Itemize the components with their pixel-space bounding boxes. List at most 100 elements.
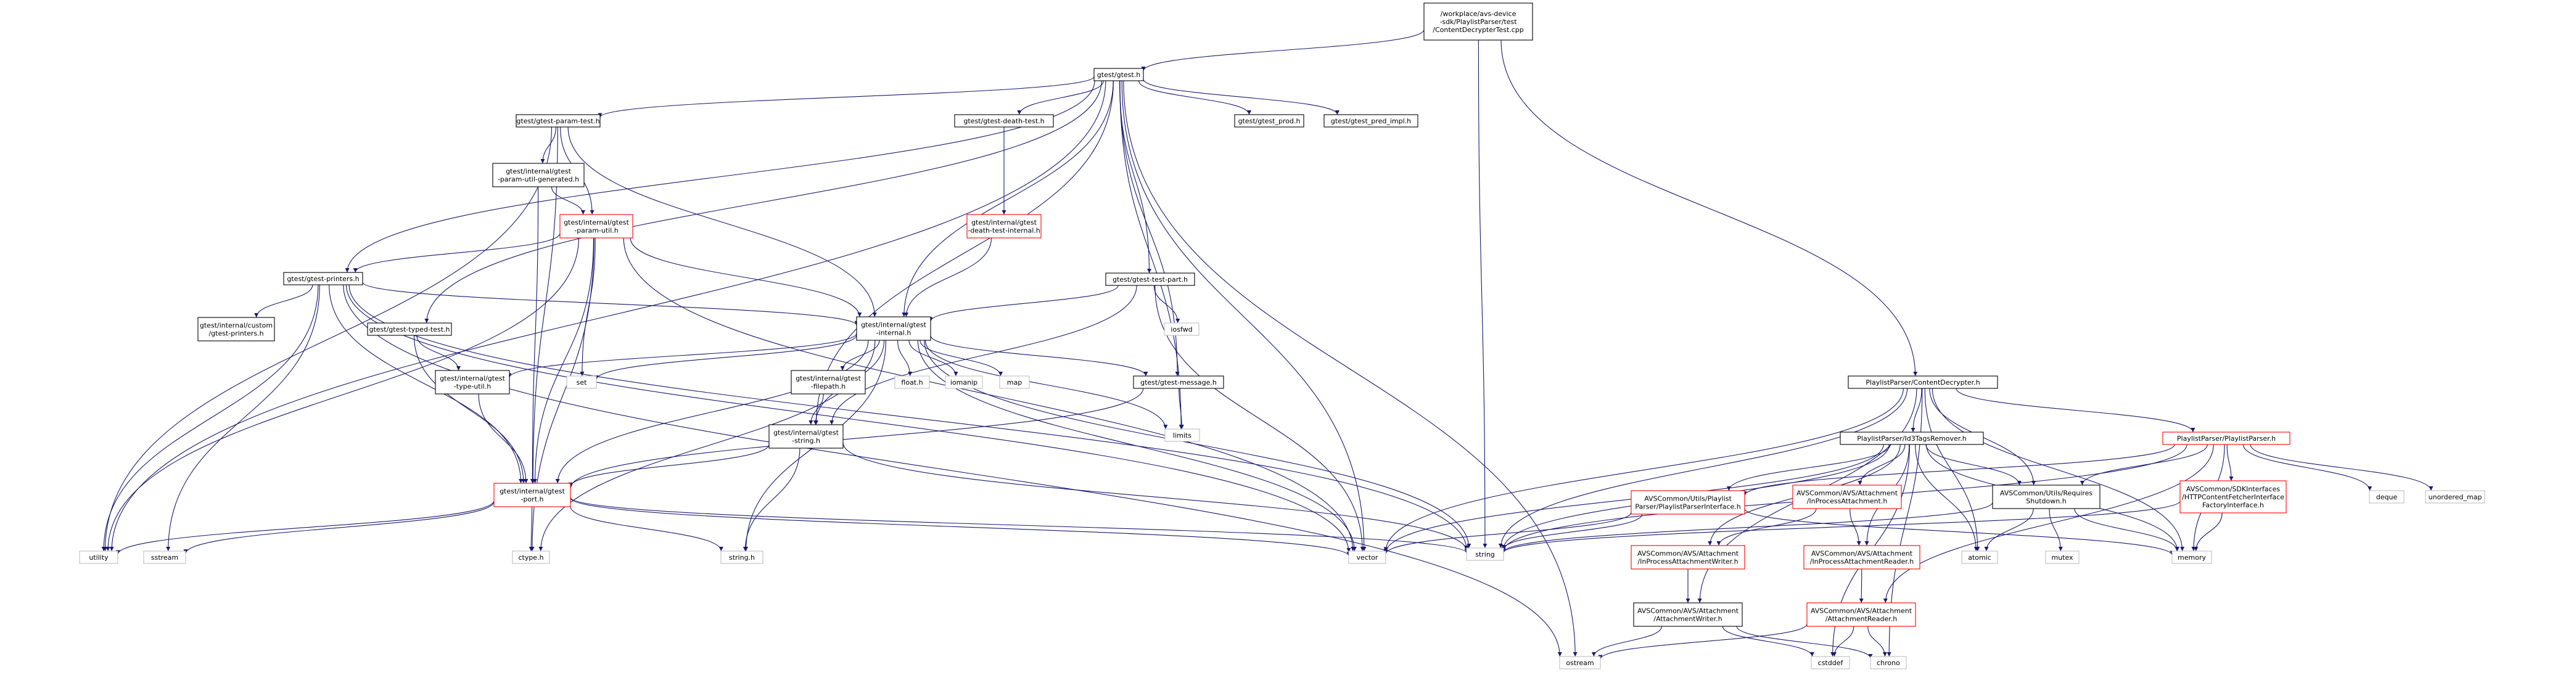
node-label: PlaylistParser/Id3TagsRemover.h	[1857, 435, 1966, 443]
node-utility: utility	[79, 550, 118, 564]
node-label: float.h	[901, 378, 923, 387]
node-gtest-gtest-param-test-h[interactable]: gtest/gtest-param-test.h	[516, 114, 601, 128]
node-label: gtest/gtest-death-test.h	[963, 117, 1044, 125]
node-playlistparser-contentdecrypter-h[interactable]: PlaylistParser/ContentDecrypter.h	[1848, 375, 1998, 389]
node-gtest-gtest-pred-impl-h[interactable]: gtest/gtest_pred_impl.h	[1323, 114, 1418, 128]
edge-gtest-to-testpart	[1119, 80, 1151, 274]
node-label: /AttachmentReader.h	[1825, 615, 1898, 623]
edge-decrypter-to-vector	[1383, 388, 1904, 552]
node-avscommon-utils-playlistparser-playlistparserinterface-h[interactable]: AVSCommon/Utils/PlaylistParser/PlaylistP…	[1631, 490, 1745, 515]
edge-paramtest-to-port	[530, 126, 558, 484]
node-box	[2162, 432, 2290, 445]
node-label: gtest/gtest-message.h	[1140, 378, 1217, 387]
node-vector: vector	[1348, 550, 1386, 564]
node-gtest-internal-gtest-param-util-h[interactable]: gtest/internal/gtest-param-util.h	[559, 214, 633, 239]
node-label: utility	[89, 554, 109, 562]
node-gtest-gtest-printers-h[interactable]: gtest/gtest-printers.h	[283, 272, 363, 285]
edge-testpart-to-internal	[928, 285, 1119, 322]
node-gtest-gtest-typed-test-h[interactable]: gtest/gtest-typed-test.h	[367, 322, 452, 336]
node-gtest-internal-gtest-param-util-generated-h[interactable]: gtest/internal/gtest-param-util-generate…	[492, 163, 585, 187]
node-box	[143, 550, 186, 564]
edge-paramutilgen-to-paramutil	[551, 186, 585, 215]
node-label: /ContentDecrypterTest.cpp	[1433, 26, 1524, 34]
node-box	[1992, 485, 2101, 509]
node-label: gtest/gtest_prod.h	[1238, 117, 1301, 125]
node-box	[197, 317, 275, 342]
node-gtest-gtest-h[interactable]: gtest/gtest.h	[1093, 68, 1144, 81]
node-box	[367, 322, 452, 336]
node-label: /InProcessAttachmentReader.h	[1810, 558, 1914, 566]
node-chrono: chrono	[1870, 656, 1907, 669]
edge-internal-to-filepath	[840, 340, 880, 371]
node-label: /AttachmentWriter.h	[1653, 615, 1722, 623]
node-avscommon-avs-attachment-attachmentwriter-h[interactable]: AVSCommon/AVS/Attachment/AttachmentWrite…	[1633, 602, 1743, 627]
edge-internal-to-iomanip	[908, 340, 958, 377]
node-box	[1105, 272, 1195, 286]
node-box	[493, 483, 571, 507]
node-gtest-internal-gtest-death-test-internal-h[interactable]: gtest/internal/gtest-death-test-internal…	[966, 214, 1042, 239]
node-avscommon-avs-attachment-inprocessattachment-h[interactable]: AVSCommon/AVS/Attachment/InProcessAttach…	[1792, 485, 1902, 509]
node-string-h: string.h	[720, 550, 763, 564]
node-label: -internal.h	[876, 329, 911, 337]
node-gtest-internal-gtest-port-h[interactable]: gtest/internal/gtest-port.h	[493, 483, 571, 507]
node-gtest-internal-custom-gtest-printers-h[interactable]: gtest/internal/custom/gtest-printers.h	[197, 317, 275, 342]
node-map: map	[999, 375, 1030, 389]
node-gtest-gtest-test-part-h[interactable]: gtest/gtest-test-part.h	[1105, 272, 1195, 286]
edge-internal-to-limits	[924, 340, 1168, 430]
node-box	[1164, 428, 1200, 442]
node-label: -string.h	[792, 437, 820, 445]
node-string: string	[1466, 547, 1504, 561]
node-label: gtest/internal/custom	[200, 322, 273, 330]
edge-paramutil-to-internal	[630, 237, 862, 317]
edge-internal-to-floath	[897, 340, 913, 377]
node-box	[720, 550, 763, 564]
edge-paramutil-to-port	[533, 237, 595, 484]
edge-typeutil-to-port	[478, 393, 529, 484]
node-gtest-gtest-prod-h[interactable]: gtest/gtest_prod.h	[1234, 114, 1304, 128]
node-atomic: atomic	[1961, 550, 1998, 564]
edge-port-to-stringh	[570, 506, 723, 552]
edge-paramutilgen-to-port	[530, 186, 539, 484]
node-label: chrono	[1877, 659, 1900, 667]
node-gtest-internal-gtest-string-h[interactable]: gtest/internal/gtest-string.h	[768, 424, 844, 449]
edge-decrypter-to-atomic	[1924, 388, 1980, 552]
node-gtest-internal-gtest-internal-h[interactable]: gtest/internal/gtest-internal.h	[856, 316, 931, 341]
node-gtest-gtest-message-h[interactable]: gtest/gtest-message.h	[1133, 375, 1224, 389]
node-label: AVSCommon/Utils/Playlist	[1644, 495, 1732, 503]
edge-gtest-to-message	[1119, 80, 1180, 377]
node-avscommon-avs-attachment-attachmentreader-h[interactable]: AVSCommon/AVS/Attachment/AttachmentReade…	[1806, 602, 1916, 627]
node-playlistparser-playlistparser-h[interactable]: PlaylistParser/PlaylistParser.h	[2162, 432, 2290, 445]
node-label: AVSCommon/Utils/Requires	[2000, 489, 2092, 497]
edge-gstring-to-string	[842, 443, 1469, 551]
node-iosfwd: iosfwd	[1164, 322, 1200, 336]
node-label: /InProcessAttachment.h	[1807, 497, 1888, 505]
edge-ppinterface-to-string	[1501, 513, 1643, 550]
node-label: -death-test-internal.h	[968, 227, 1040, 235]
node-playlistparser-id3tagsremover-h[interactable]: PlaylistParser/Id3TagsRemover.h	[1840, 432, 1984, 445]
node-label: gtest/gtest.h	[1097, 71, 1140, 79]
edge-id3-to-reqshutdown	[1925, 444, 2022, 486]
node-avscommon-avs-attachment-inprocessattachmentreader-h[interactable]: AVSCommon/AVS/Attachment/InProcessAttach…	[1803, 545, 1920, 570]
edge-gtest-to-internal	[902, 80, 1114, 317]
edge-reqshutdown-to-memory	[2074, 508, 2179, 552]
node-avscommon-avs-attachment-inprocessattachmentwriter-h[interactable]: AVSCommon/AVS/Attachment/InProcessAttach…	[1631, 545, 1745, 570]
node-gtest-internal-gtest-type-util-h[interactable]: gtest/internal/gtest-type-util.h	[435, 370, 510, 395]
node-label: AVSCommon/AVS/Attachment	[1796, 489, 1898, 497]
node-workplace-avs-device-sdk-playlistparser-test-contentdecryptertest-cpp[interactable]: /workplace/avs-device-sdk/PlaylistParser…	[1423, 2, 1533, 41]
node-label: gtest/gtest-printers.h	[287, 275, 359, 283]
edge-playlistparser-to-unorderedmap	[2250, 444, 2434, 491]
edge-printers-to-utility	[101, 284, 319, 552]
node-avscommon-sdkinterfaces-httpcontentfetcherinterfacefactoryinterface-h[interactable]: AVSCommon/SDKInterfaces/HTTPContentFetch…	[2179, 480, 2287, 513]
node-label: iomanip	[950, 378, 977, 387]
node-label: gtest/gtest-param-test.h	[516, 117, 599, 125]
node-box	[1164, 322, 1200, 336]
node-gtest-gtest-death-test-h[interactable]: gtest/gtest-death-test.h	[954, 114, 1054, 128]
node-label: AVSCommon/AVS/Attachment	[1811, 607, 1912, 615]
node-box	[954, 114, 1054, 128]
node-box	[512, 550, 550, 564]
edge-gtest-to-predimpl	[1143, 79, 1339, 115]
node-box	[1631, 490, 1745, 515]
node-cstddef: cstddef	[1811, 656, 1850, 669]
node-gtest-internal-gtest-filepath-h[interactable]: gtest/internal/gtest-filepath.h	[791, 370, 866, 395]
